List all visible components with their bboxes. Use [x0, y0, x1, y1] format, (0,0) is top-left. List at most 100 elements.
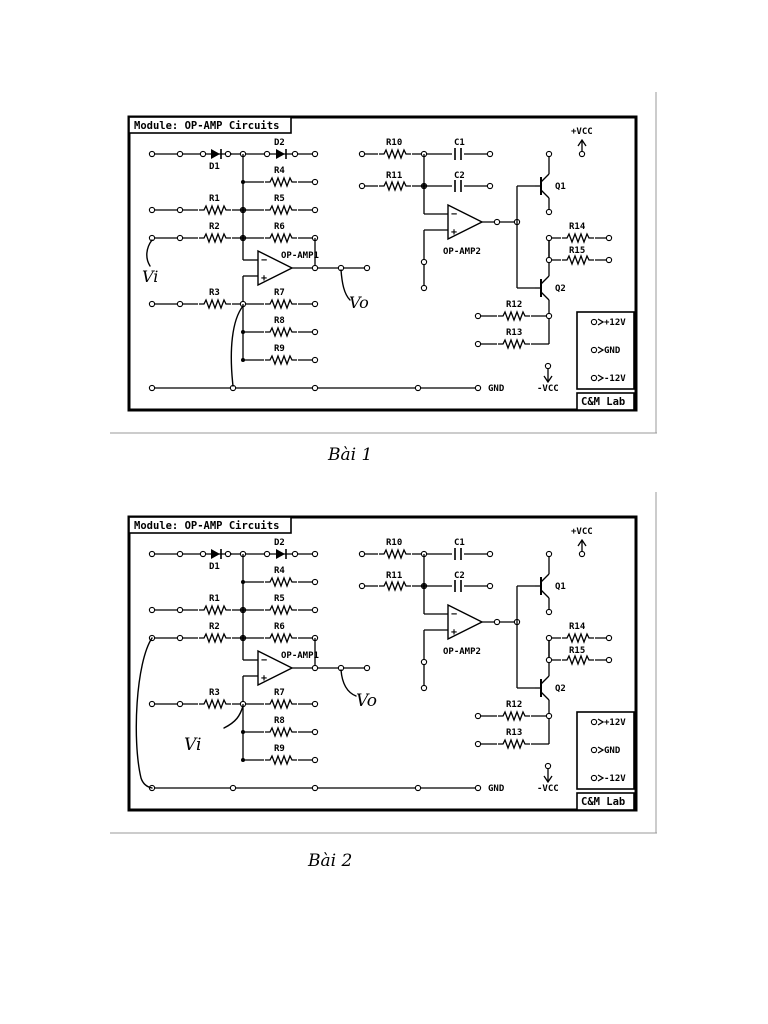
label-r9: R9 — [274, 344, 285, 354]
gap — [452, 579, 464, 593]
label-op-amp2: OP-AMP2 — [443, 647, 481, 657]
label-d1: D1 — [209, 562, 220, 572]
terminal-pin-icon — [590, 718, 598, 726]
label-q2: Q2 — [555, 684, 566, 694]
arrow-down-icon — [543, 369, 553, 384]
module-title: Module: OP-AMP Circuits — [134, 120, 279, 132]
terminal-pin-icon — [420, 684, 428, 692]
terminal-pin-icon — [486, 182, 494, 190]
label-r2: R2 — [209, 622, 220, 632]
terminal-pin-icon — [148, 700, 156, 708]
module-title: Module: OP-AMP Circuits — [134, 520, 279, 532]
terminal-pin-icon — [493, 618, 501, 626]
terminal-pin-icon — [199, 550, 207, 558]
terminal-pin-icon — [311, 356, 319, 364]
label-c2: C2 — [454, 571, 465, 581]
terminal-pin-icon — [229, 784, 237, 792]
label-r7: R7 — [274, 288, 285, 298]
label-q1: Q1 — [555, 582, 566, 592]
terminal-pin-icon — [363, 664, 371, 672]
label-r14: R14 — [569, 622, 586, 632]
terminal-pin-icon — [420, 258, 428, 266]
junction-dot — [241, 580, 245, 584]
terminal-pin-icon — [605, 256, 613, 264]
pin-arrow-icon — [597, 718, 605, 726]
label-c1: C1 — [454, 138, 465, 148]
terminal-pin-icon — [545, 656, 553, 664]
arrow-up-icon — [577, 538, 587, 552]
terminal-pin-icon — [590, 746, 598, 754]
terminal-pin-icon — [291, 150, 299, 158]
junction-dot — [422, 584, 426, 588]
label-cm-lab: C&M Lab — [581, 396, 625, 408]
label-r3: R3 — [209, 688, 220, 698]
label-r3: R3 — [209, 288, 220, 298]
terminal-pin-icon — [590, 374, 598, 382]
label-q2: Q2 — [555, 284, 566, 294]
terminal-pin-icon — [311, 178, 319, 186]
label-r9: R9 — [274, 744, 285, 754]
junction-dot — [241, 330, 245, 334]
pin-arrow-icon — [597, 346, 605, 354]
terminal-pin-icon — [420, 658, 428, 666]
terminal-pin-icon — [148, 606, 156, 614]
label-plus-vcc: +VCC — [571, 527, 593, 537]
pin-arrow-icon — [597, 746, 605, 754]
terminal-pin-icon — [148, 150, 156, 158]
junction-dot — [241, 208, 245, 212]
terminal-pin-icon — [486, 550, 494, 558]
terminal-pin-icon — [605, 656, 613, 664]
pin-arrow-icon — [597, 374, 605, 382]
terminal-pin-icon — [545, 608, 553, 616]
terminal-pin-icon — [414, 784, 422, 792]
junction-dot — [422, 184, 426, 188]
label-vo: Vo — [349, 293, 369, 312]
label-r2: R2 — [209, 222, 220, 232]
label-r15: R15 — [569, 246, 585, 256]
label-plus-vcc: +VCC — [571, 127, 593, 137]
terminal-pin-icon — [176, 300, 184, 308]
lab-box — [576, 392, 635, 411]
terminal-pin-icon — [311, 150, 319, 158]
label-gnd: GND — [488, 384, 505, 394]
label-gnd-pin: GND — [604, 346, 621, 356]
terminal-pin-icon — [311, 328, 319, 336]
label-r10: R10 — [386, 138, 402, 148]
label-op-amp1: OP-AMP1 — [281, 651, 319, 661]
label-r5: R5 — [274, 594, 285, 604]
gap — [452, 179, 464, 193]
terminal-pin-icon — [605, 634, 613, 642]
arrow-down-icon — [543, 769, 553, 784]
terminal-pin-icon — [474, 784, 482, 792]
terminal-pin-icon — [474, 340, 482, 348]
caption-bai-2: Bài 2 — [307, 851, 352, 871]
label-r15: R15 — [569, 646, 585, 656]
terminal-pin-icon — [474, 712, 482, 720]
terminal-pin-icon — [176, 206, 184, 214]
label-r11: R11 — [386, 171, 402, 181]
terminal-pin-icon — [148, 206, 156, 214]
terminal-pin-icon — [545, 208, 553, 216]
label-r4: R4 — [274, 166, 285, 176]
hand-wire-vi — [146, 239, 153, 267]
label-r13: R13 — [506, 728, 522, 738]
terminal-pin-icon — [545, 550, 553, 558]
junction-dot — [241, 608, 245, 612]
label-d2: D2 — [274, 138, 285, 148]
label-op-amp1: OP-AMP1 — [281, 251, 319, 261]
hand-wire-loop — [135, 637, 153, 789]
power-box — [576, 311, 635, 390]
terminal-pin-icon — [414, 384, 422, 392]
hand-wire-gnd — [230, 305, 244, 387]
terminal-pin-icon — [358, 150, 366, 158]
label-r10: R10 — [386, 538, 402, 548]
terminal-pin-icon — [545, 150, 553, 158]
terminal-pin-icon — [358, 182, 366, 190]
terminal-pin-icon — [311, 728, 319, 736]
module-frame — [127, 515, 638, 812]
module-title-box — [128, 116, 292, 134]
terminal-pin-icon — [311, 784, 319, 792]
terminal-pin-icon — [148, 550, 156, 558]
